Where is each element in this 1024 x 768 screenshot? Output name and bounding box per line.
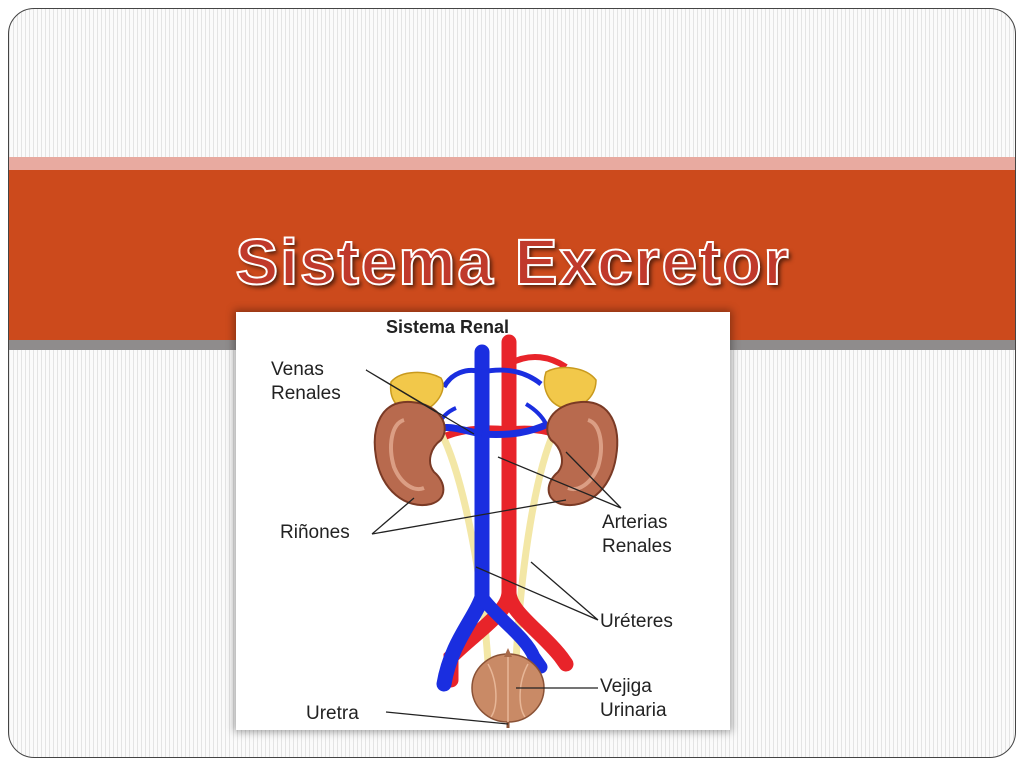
right-vein-branch: [524, 402, 548, 425]
label-vejiga-2: Urinaria: [600, 700, 667, 721]
label-arterias-2: Renales: [602, 536, 672, 557]
venas-renales-leader: [365, 369, 475, 435]
right-iliac-vein: [475, 590, 548, 674]
bladder-texture: [487, 655, 529, 722]
label-venas-2: Renales: [271, 383, 341, 404]
renal-diagram-svg: Sistema Renal: [271, 317, 673, 728]
diagram-title: Sistema Renal: [386, 317, 509, 337]
bladder-top: [504, 648, 512, 657]
right-ureter: [512, 430, 558, 663]
right-kidney-highlight: [567, 418, 603, 491]
title-band-top-stripe: [9, 157, 1015, 170]
label-arterias-1: Arterias: [602, 512, 667, 533]
title-band: [9, 170, 1015, 340]
label-vejiga-1: Vejiga: [600, 676, 652, 697]
label-venas-1: Venas: [271, 359, 324, 380]
ureteres-leader: [475, 561, 599, 621]
label-rinones: Riñones: [280, 522, 350, 543]
label-ureteres: Uréteres: [600, 611, 673, 632]
renal-system-diagram: Sistema Renal: [236, 312, 730, 730]
left-kidney-highlight: [389, 418, 425, 491]
uretra-leader: [385, 711, 509, 725]
left-adrenal-vein: [441, 367, 483, 389]
label-uretra: Uretra: [306, 703, 359, 724]
left-kidney: [373, 400, 446, 507]
right-iliac-artery: [501, 584, 574, 672]
slide-title: Sistema Excretor: [235, 225, 791, 299]
rinones-leader: [371, 497, 567, 535]
arterias-renales-leader: [497, 451, 622, 509]
right-adrenal-vein: [481, 367, 543, 386]
right-kidney: [546, 400, 619, 507]
upper-artery-branch: [507, 354, 568, 370]
right-renal-vein: [481, 420, 550, 438]
